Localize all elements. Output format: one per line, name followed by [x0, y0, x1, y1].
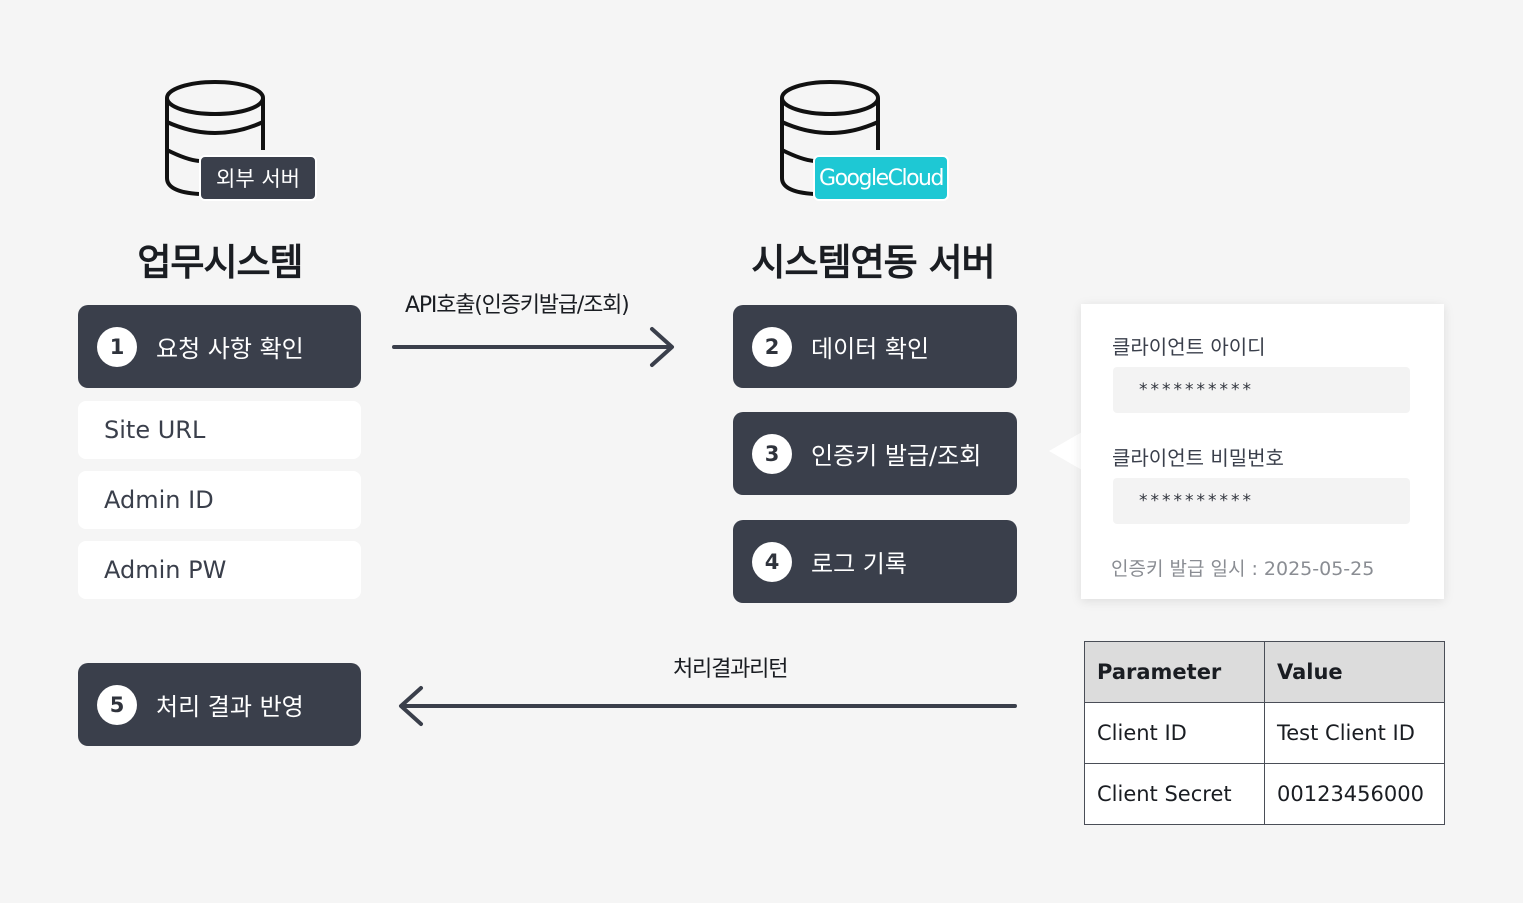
google-cloud-badge: GoogleCloud — [813, 155, 949, 201]
right-arrow-icon — [392, 327, 674, 367]
step-number-badge: 3 — [752, 433, 792, 474]
table-cell: Client Secret — [1084, 763, 1265, 825]
parameter-table: Parameter Value Client ID Test Client ID… — [1084, 641, 1445, 825]
card-pointer — [1049, 432, 1082, 470]
step-label: 로그 기록 — [811, 550, 907, 578]
table-header-row: Parameter Value — [1084, 641, 1445, 703]
result-return-label: 처리결과리턴 — [673, 657, 788, 682]
credential-card: 클라이언트 아이디 ********** 클라이언트 비밀번호 ********… — [1081, 304, 1444, 599]
left-arrow-icon — [399, 686, 1017, 726]
api-call-label: API호출(인증키발급/조회) — [405, 293, 630, 318]
step-label: 요청 사항 확인 — [156, 335, 304, 363]
step-number-badge: 4 — [752, 541, 792, 582]
table-cell: 00123456000 — [1264, 763, 1445, 825]
step-log-record: 4 로그 기록 — [733, 520, 1017, 603]
database-icon — [780, 80, 880, 196]
table-cell: Client ID — [1084, 702, 1265, 764]
client-secret-label: 클라이언트 비밀번호 — [1112, 446, 1284, 470]
step-number-badge: 2 — [752, 326, 792, 367]
step-number-badge: 5 — [97, 684, 137, 725]
step-auth-key: 3 인증키 발급/조회 — [733, 412, 1017, 495]
table-row: Client Secret 00123456000 — [1084, 763, 1445, 825]
external-system-title: 업무시스템 — [137, 241, 303, 284]
table-header-cell: Parameter — [1084, 641, 1265, 703]
step-request-check: 1 요청 사항 확인 — [78, 305, 361, 388]
client-id-label: 클라이언트 아이디 — [1112, 335, 1266, 359]
client-secret-field: ********** — [1113, 478, 1410, 524]
step-apply-result: 5 처리 결과 반영 — [78, 663, 361, 746]
admin-id-field: Admin ID — [78, 471, 361, 529]
step-number-badge: 1 — [97, 326, 137, 367]
table-row: Client ID Test Client ID — [1084, 702, 1445, 764]
integration-server-title: 시스템연동 서버 — [751, 241, 995, 284]
issued-date-text: 인증키 발급 일시 : 2025-05-25 — [1111, 558, 1375, 580]
database-icon — [165, 80, 265, 196]
step-data-check: 2 데이터 확인 — [733, 305, 1017, 388]
site-url-field: Site URL — [78, 401, 361, 459]
client-id-field: ********** — [1113, 367, 1410, 413]
admin-pw-field: Admin PW — [78, 541, 361, 599]
table-cell: Test Client ID — [1264, 702, 1445, 764]
step-label: 인증키 발급/조회 — [811, 442, 982, 470]
step-label: 데이터 확인 — [811, 335, 930, 363]
table-header-cell: Value — [1264, 641, 1445, 703]
external-server-badge: 외부 서버 — [199, 155, 317, 201]
step-label: 처리 결과 반영 — [156, 693, 304, 721]
